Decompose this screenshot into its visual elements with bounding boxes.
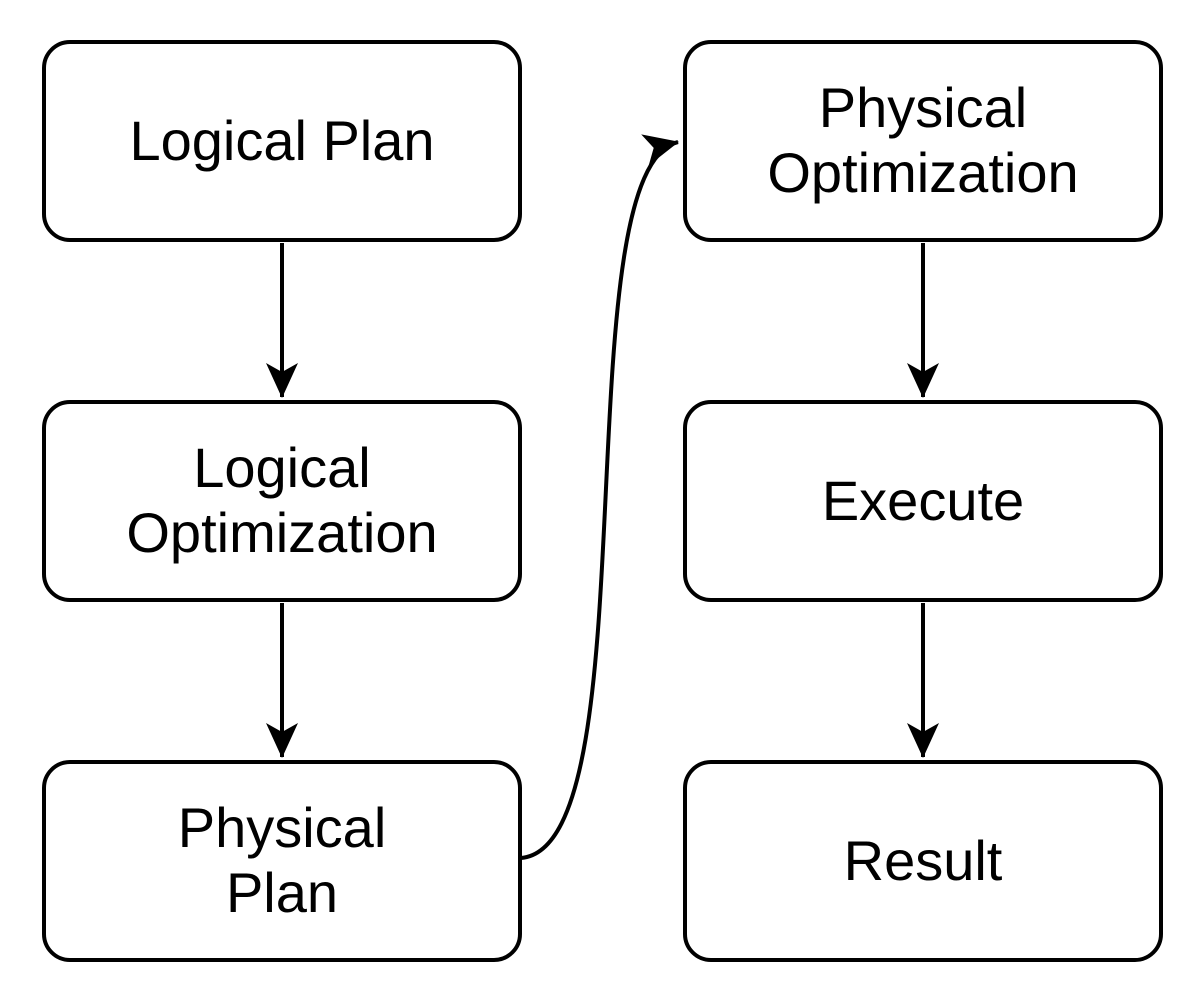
- node-result: Result: [683, 760, 1163, 962]
- node-execute: Execute: [683, 400, 1163, 602]
- node-physical-plan: Physical Plan: [42, 760, 522, 962]
- node-logical-plan: Logical Plan: [42, 40, 522, 242]
- node-physical-optimization: Physical Optimization: [683, 40, 1163, 242]
- node-logical-optimization: Logical Optimization: [42, 400, 522, 602]
- edge-physical-plan-to-physical-optimization: [520, 134, 679, 860]
